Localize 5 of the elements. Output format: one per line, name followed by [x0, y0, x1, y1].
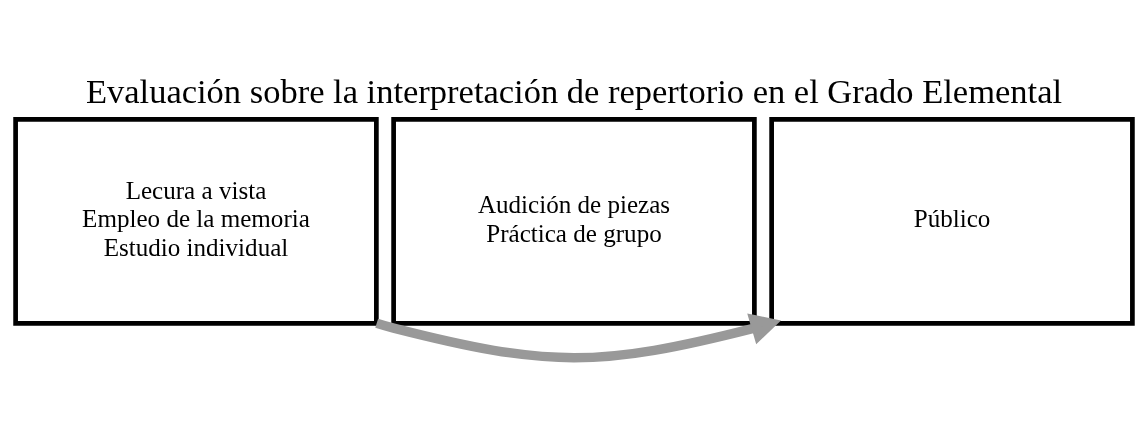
node-box: Lecura a vista Empleo de la memoria Estudio individual [13, 116, 379, 326]
diagram-title: Evaluación sobre la interpretación de repertorio en el Grado Elemental [85, 71, 1063, 110]
node-box: Público [769, 116, 1135, 326]
arrow [375, 313, 782, 362]
node-box: Audición de piezas Práctica de grupo [391, 116, 757, 326]
